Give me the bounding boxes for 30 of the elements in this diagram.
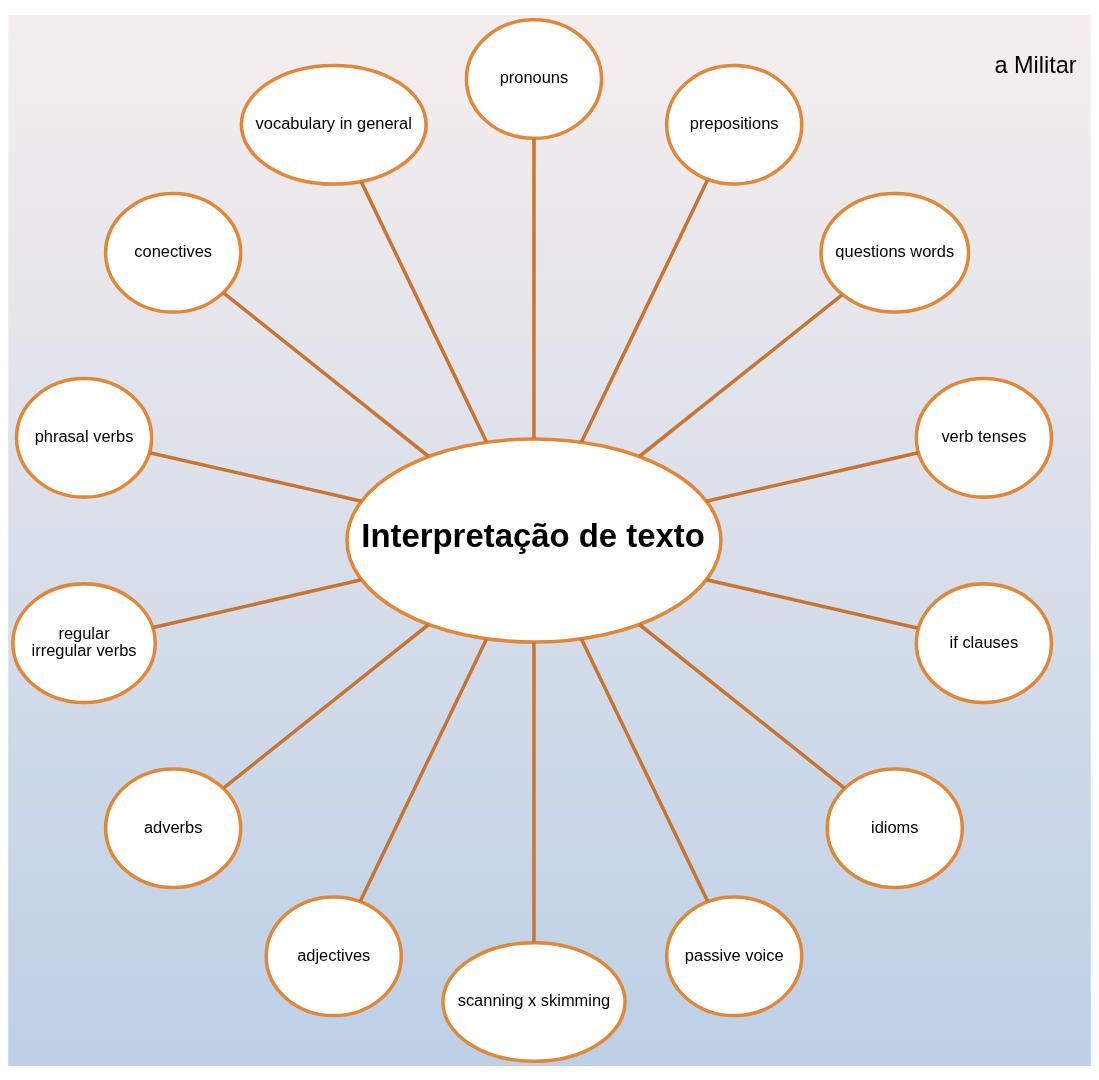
node-ellipse: phrasal verbs <box>14 376 154 499</box>
connector <box>579 637 710 902</box>
node-ellipse: regular irregular verbs <box>11 581 157 704</box>
connector <box>638 292 844 458</box>
connector <box>149 450 363 503</box>
node-ellipse: adverbs <box>103 766 243 889</box>
node-ellipse: adjectives <box>264 894 404 1017</box>
node-ellipse: vocabulary in general <box>239 63 428 186</box>
connector <box>152 577 363 629</box>
connector <box>638 622 846 789</box>
node-ellipse: prepositions <box>664 63 804 186</box>
node-ellipse: questions words <box>819 191 971 314</box>
node-ellipse: pronouns <box>464 17 604 140</box>
connector <box>705 450 919 503</box>
connector <box>358 637 489 902</box>
label: a Militar <box>994 51 1077 78</box>
node-ellipse: if clauses <box>914 581 1054 704</box>
connector <box>532 138 536 439</box>
node-ellipse: scanning x skimming <box>441 940 627 1063</box>
connector <box>222 291 430 458</box>
connector <box>359 180 489 443</box>
node-ellipse: idioms <box>825 766 965 889</box>
connector <box>705 577 919 630</box>
node-ellipse: verb tenses <box>914 376 1054 499</box>
node-ellipse: Interpretação de texto <box>345 436 723 644</box>
node-ellipse: passive voice <box>664 894 804 1017</box>
node-ellipse: conectives <box>103 191 243 314</box>
connector <box>579 178 710 443</box>
connector <box>532 641 536 942</box>
connector <box>222 622 430 789</box>
